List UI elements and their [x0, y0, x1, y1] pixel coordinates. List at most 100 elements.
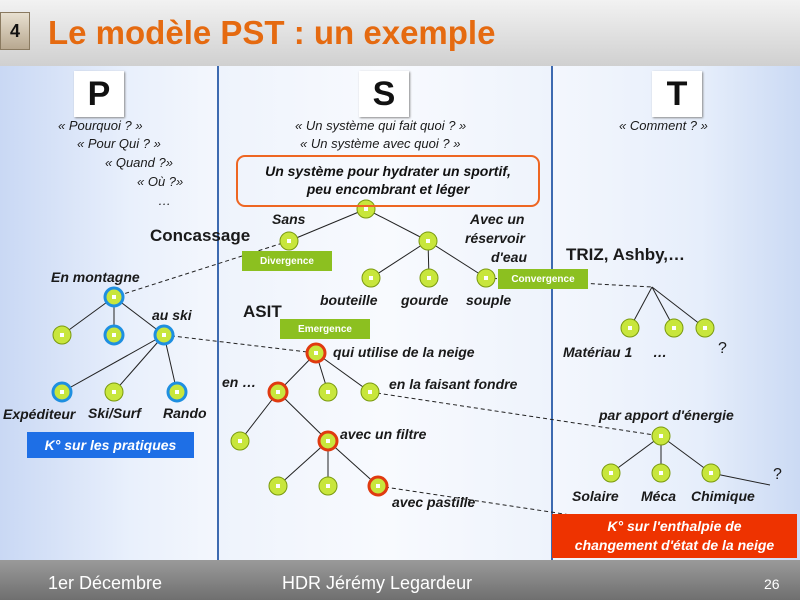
goal-line: Un système pour hydrater un sportif,: [265, 163, 511, 179]
node: [651, 426, 671, 446]
node-red: [367, 475, 389, 497]
p-leaf-label: Rando: [163, 405, 207, 421]
method-asit: ASIT: [243, 302, 282, 321]
dashed-link: [113, 240, 290, 298]
knowledge-box-practices: K° sur les pratiques: [27, 432, 194, 458]
footer-author: HDR Jérémy Legardeur: [282, 573, 473, 593]
s2-left-label: en …: [222, 374, 257, 390]
t2-question: ?: [773, 466, 782, 483]
p-question: « Quand ?»: [105, 155, 173, 170]
branch-sans: Sans: [272, 211, 306, 227]
panel-t: [552, 66, 800, 560]
edge: [651, 286, 706, 329]
node: [356, 199, 376, 219]
node: [701, 463, 721, 483]
method-triz: TRIZ, Ashby,…: [566, 245, 685, 264]
p-question: « Où ?»: [137, 174, 184, 189]
edge: [370, 240, 429, 279]
s-question: « Un système avec quoi ? »: [300, 136, 461, 151]
node: [52, 325, 72, 345]
node: [476, 268, 496, 288]
badge-divergence: Divergence: [242, 251, 332, 271]
enthalpy-line: K° sur l'enthalpie de: [607, 518, 742, 534]
edge: [610, 435, 662, 474]
edge: [710, 472, 771, 486]
edge: [365, 208, 429, 242]
edge: [277, 440, 329, 487]
t-leaf-ellipsis: …: [653, 344, 667, 360]
node: [664, 318, 684, 338]
divider-right: [551, 66, 553, 560]
edge: [427, 240, 487, 279]
node-blue: [103, 286, 125, 308]
edge: [277, 391, 329, 442]
panel-p: [0, 66, 218, 560]
node: [601, 463, 621, 483]
t-leaf-materiau: Matériau 1: [563, 344, 633, 360]
node: [318, 382, 338, 402]
node-red: [267, 381, 289, 403]
letter-s: S: [359, 71, 409, 117]
t2-leaf-label: Solaire: [572, 488, 619, 504]
node: [230, 431, 250, 451]
badge-emergence: Emergence: [280, 319, 370, 339]
leaf-bouteille: bouteille: [320, 292, 378, 308]
t-question: « Comment ? »: [619, 118, 708, 133]
slide-number: 4: [0, 12, 30, 50]
edge: [113, 334, 165, 393]
node-red: [305, 342, 327, 364]
edge: [61, 296, 115, 336]
s2-root-label: qui utilise de la neige: [333, 344, 475, 360]
node: [279, 231, 299, 251]
p-root-label: En montagne: [51, 269, 140, 285]
edge: [660, 435, 712, 474]
dashed-link: [369, 391, 662, 437]
letter-p: P: [74, 71, 124, 117]
node: [104, 382, 124, 402]
goal-line: peu encombrant et léger: [306, 181, 470, 197]
branch-reservoir: réservoir: [465, 230, 525, 246]
p-question: …: [158, 193, 171, 208]
t-leaf-question: ?: [718, 340, 727, 357]
enthalpy-line: changement d'état de la neige: [574, 537, 775, 553]
node: [695, 318, 715, 338]
node: [361, 268, 381, 288]
node-blue: [153, 324, 175, 346]
s2-pastille-label: avec pastille: [392, 494, 476, 510]
edge: [315, 352, 371, 393]
t2-leaf-label: Méca: [641, 488, 677, 504]
goal-box: Un système pour hydrater un sportif, peu…: [236, 155, 540, 207]
footer-page-number: 26: [764, 576, 780, 592]
letter-t: T: [652, 71, 702, 117]
node: [418, 231, 438, 251]
knowledge-box-enthalpy: K° sur l'enthalpie de changement d'état …: [552, 514, 797, 558]
node: [318, 476, 338, 496]
method-concassage: Concassage: [150, 226, 251, 245]
badge-convergence: Convergence: [498, 269, 588, 289]
p-question: « Pourquoi ? »: [58, 118, 143, 133]
slide-title: Le modèle PST : un exemple: [48, 14, 496, 51]
node: [651, 463, 671, 483]
divider-left: [217, 66, 219, 560]
p-leaf-label: Expéditeur: [3, 406, 76, 422]
header-bar: 4 Le modèle PST : un exemple: [0, 0, 800, 66]
node: [268, 476, 288, 496]
s2-filter-label: avec un filtre: [340, 426, 427, 442]
node-blue: [51, 381, 73, 403]
s-question: « Un système qui fait quoi ? »: [295, 118, 467, 133]
node-blue: [103, 324, 125, 346]
edge: [61, 334, 165, 393]
s2-right-label: en la faisant fondre: [389, 376, 518, 392]
t2-leaf-label: Chimique: [691, 488, 755, 504]
node: [360, 382, 380, 402]
p-branch-label: au ski: [152, 307, 192, 323]
edge: [327, 440, 379, 487]
node: [419, 268, 439, 288]
footer-bar: 1er Décembre HDR Jérémy Legardeur 26: [0, 560, 800, 600]
dashed-link: [163, 334, 317, 354]
node: [620, 318, 640, 338]
node-red: [317, 430, 339, 452]
branch-reservoir: Avec un: [470, 211, 525, 227]
